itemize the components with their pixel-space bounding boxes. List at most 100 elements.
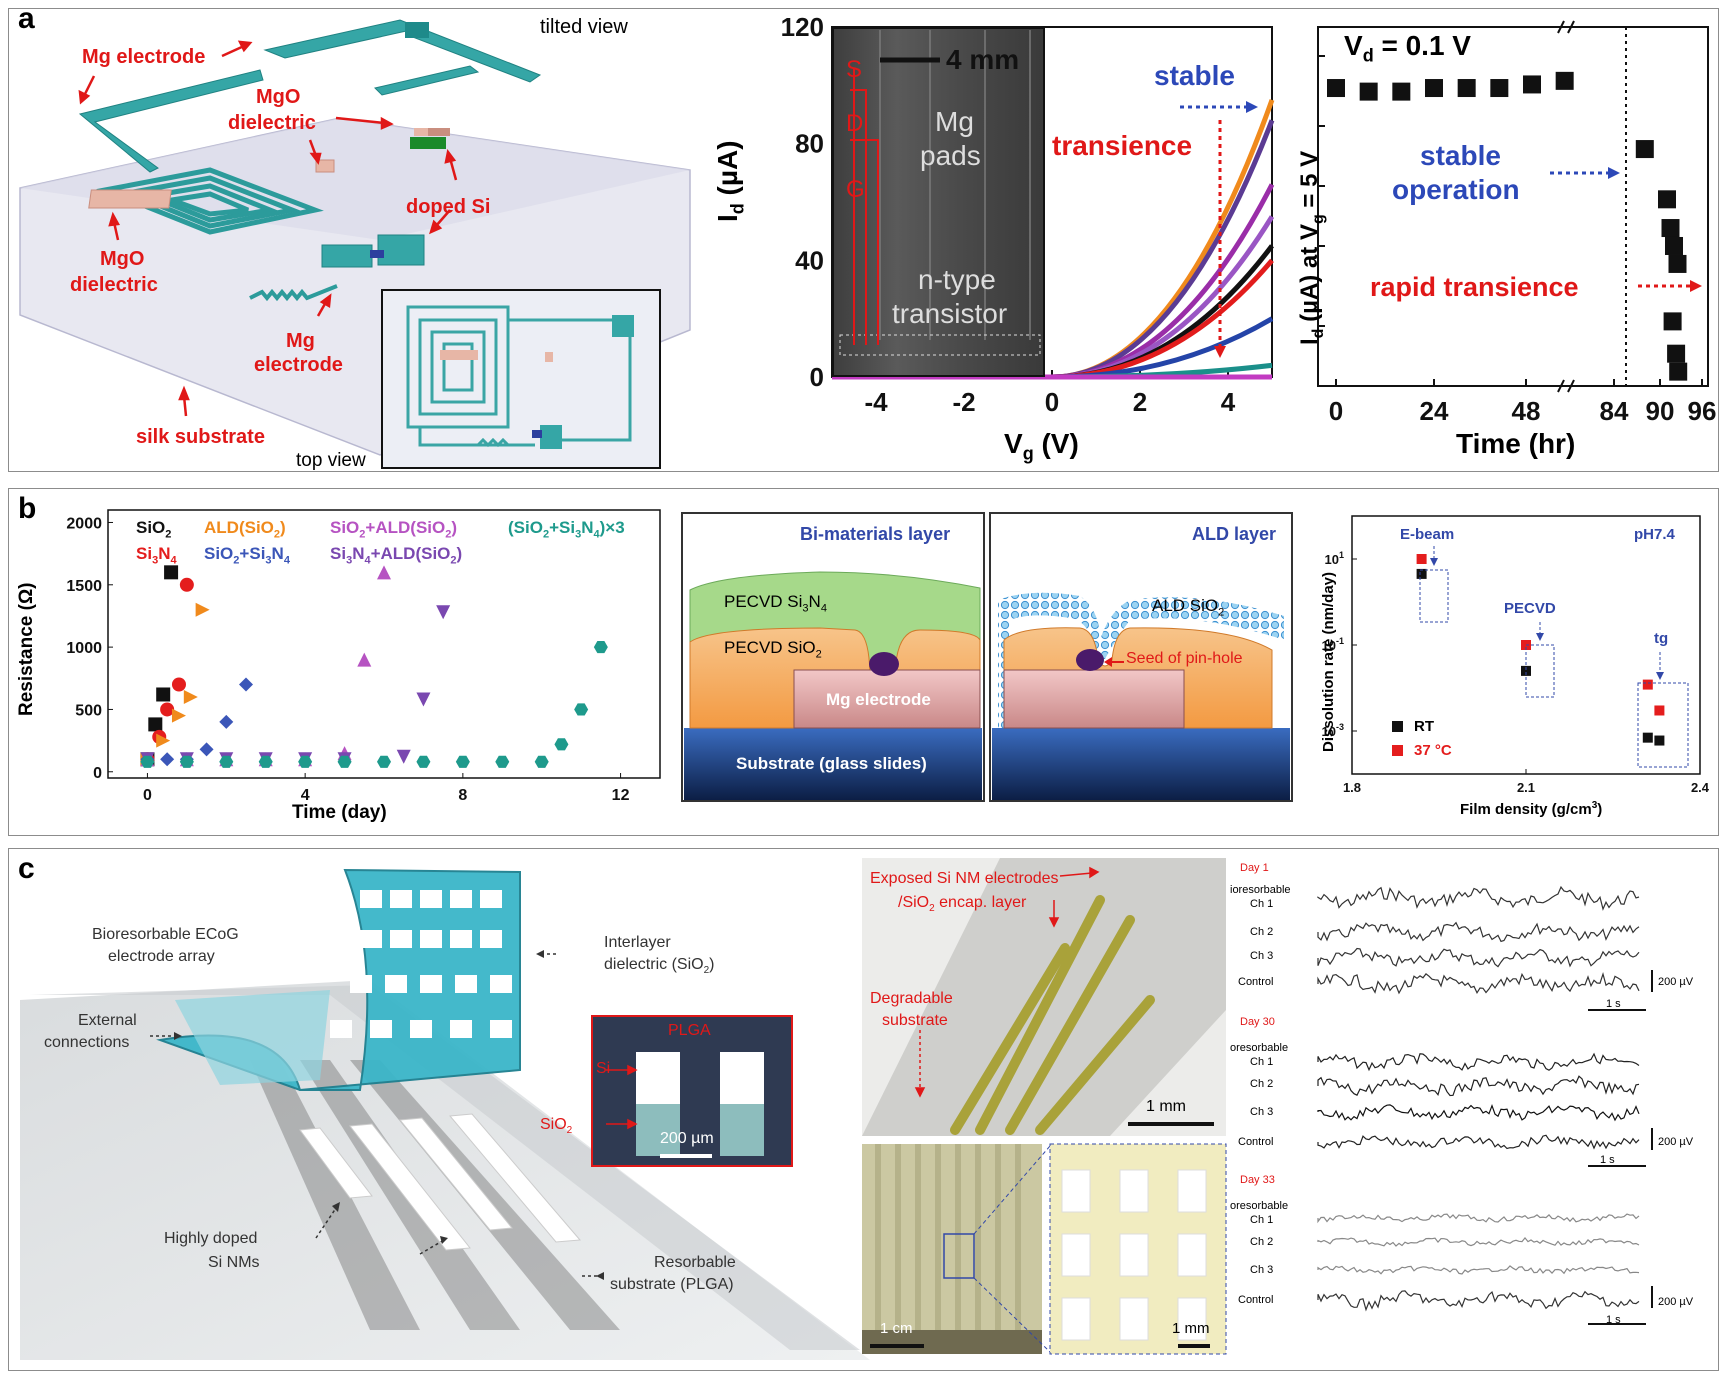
b-legend-ald: ALD(SiO2) xyxy=(204,518,286,541)
a-vd-label: Vd = 0.1 V xyxy=(1344,30,1471,66)
b-rt-marker xyxy=(1392,721,1403,732)
panel-c-label: c xyxy=(18,852,35,885)
a-time-stable-1: stable xyxy=(1420,140,1501,171)
b-ph: pH7.4 xyxy=(1634,526,1675,543)
c-scale-1mm-bottom: 1 mm xyxy=(1172,1320,1210,1337)
a-transfer-xlabel: Vg (V) xyxy=(1004,428,1079,464)
c-d30-bio: oresorbable xyxy=(1230,1042,1289,1054)
label-top-view: top view xyxy=(296,450,366,471)
c-array-2: electrode array xyxy=(108,948,215,965)
c-d1-uv: 200 µV xyxy=(1658,976,1694,988)
a-inset-g: G xyxy=(846,176,865,203)
panel-b-label: b xyxy=(18,492,37,525)
b-legend-sio2-ald: SiO2+ALD(SiO2) xyxy=(330,518,458,541)
b-title-left: Bi-materials layer xyxy=(800,524,951,544)
c-d1-s: 1 s xyxy=(1606,998,1621,1010)
b-37-marker xyxy=(1392,745,1403,756)
a-time-rapid: rapid transience xyxy=(1370,272,1579,302)
label-mg-bottom-2: electrode xyxy=(254,354,343,376)
label-mg-bottom-1: Mg xyxy=(286,330,315,352)
b-37: 37 °C xyxy=(1414,742,1452,759)
label-silk-substrate: silk substrate xyxy=(136,426,265,448)
c-inset-scale: 200 µm xyxy=(660,1130,714,1147)
label-mgo-left-1: MgO xyxy=(100,248,145,270)
panel-c xyxy=(8,848,1719,1371)
c-d1-bio: ioresorbable xyxy=(1230,884,1291,896)
c-d30-uv: 200 µV xyxy=(1658,1136,1694,1148)
b-seed: Seed of pin-hole xyxy=(1126,650,1243,667)
b-title-right: ALD layer xyxy=(1192,524,1277,544)
b-res-xlabel: Time (day) xyxy=(292,802,387,823)
c-external-2: connections xyxy=(44,1034,130,1051)
c-d33-ch2: Ch 2 xyxy=(1250,1236,1274,1248)
b-mg-electrode: Mg electrode xyxy=(826,690,931,709)
label-mg-electrode-top: Mg electrode xyxy=(82,46,206,68)
c-external-1: External xyxy=(78,1012,137,1029)
b-legend-sio2: SiO2 xyxy=(136,518,172,541)
b-diss-xlabel: Film density (g/cm3) xyxy=(1460,800,1603,818)
c-d1-ch1: Ch 1 xyxy=(1250,898,1274,910)
b-legend-stack: (SiO2+Si3N4)×3 xyxy=(508,518,625,541)
c-d33-ch1: Ch 1 xyxy=(1250,1214,1274,1226)
label-mgo-top-1: MgO xyxy=(256,86,301,108)
c-day1: Day 1 xyxy=(1240,862,1269,874)
a-inset-ntype-2: transistor xyxy=(892,298,1008,329)
c-scale-1cm: 1 cm xyxy=(880,1320,913,1337)
b-legend-si3n4: Si3N4 xyxy=(136,544,177,567)
label-mgo-left-2: dielectric xyxy=(70,274,158,296)
c-d33-control: Control xyxy=(1238,1294,1274,1306)
c-d1-ch2: Ch 2 xyxy=(1250,926,1274,938)
a-inset-mg-1: Mg xyxy=(935,106,974,137)
c-doped-1: Highly doped xyxy=(164,1230,258,1247)
c-d33-uv: 200 µV xyxy=(1658,1296,1694,1308)
c-d30-control: Control xyxy=(1238,1136,1274,1148)
c-degradable-2: substrate xyxy=(882,1012,948,1029)
b-pecvd: PECVD xyxy=(1504,600,1556,617)
a-transfer-ylabel: Id (µA) xyxy=(712,140,748,222)
c-d30-s: 1 s xyxy=(1600,1154,1615,1166)
c-d33-ch3: Ch 3 xyxy=(1250,1264,1274,1276)
b-substrate: Substrate (glass slides) xyxy=(736,754,927,773)
b-legend-sio2-si3n4: SiO2+Si3N4 xyxy=(204,544,290,567)
panel-a-label: a xyxy=(18,2,35,35)
c-d30-ch2: Ch 2 xyxy=(1250,1078,1274,1090)
c-interlayer-2: dielectric (SiO2) xyxy=(604,956,715,977)
a-inset-mg-2: pads xyxy=(920,140,981,171)
b-tg: tg xyxy=(1654,630,1669,647)
a-inset-s: S xyxy=(846,56,863,83)
c-d30-ch3: Ch 3 xyxy=(1250,1106,1274,1118)
b-res-ylabel: Resistance (Ω) xyxy=(16,582,37,716)
b-legend-si3n4-ald: Si3N4+ALD(SiO2) xyxy=(330,544,463,567)
c-d1-ch3: Ch 3 xyxy=(1250,950,1274,962)
c-exposed-2: /SiO2 encap. layer xyxy=(898,894,1027,915)
c-exposed-1: Exposed Si NM electrodes xyxy=(870,870,1059,887)
label-doped-si: doped Si xyxy=(406,196,491,218)
c-day33: Day 33 xyxy=(1240,1174,1275,1186)
b-diss-ylabel: Dissolution rate (nm/day) xyxy=(1320,571,1337,752)
a-transience: transience xyxy=(1052,130,1193,161)
a-inset-scale: 4 mm xyxy=(946,44,1020,75)
c-inset-plga: PLGA xyxy=(668,1022,711,1039)
a-time-ylabel: Id (µA) at Vg = 5 V xyxy=(1296,150,1327,345)
a-time-stable-2: operation xyxy=(1392,174,1520,205)
b-rt: RT xyxy=(1414,718,1434,735)
c-d1-control: Control xyxy=(1238,976,1274,988)
c-d33-bio: oresorbable xyxy=(1230,1200,1289,1212)
c-interlayer-1: Interlayer xyxy=(604,934,671,951)
c-d30-ch1: Ch 1 xyxy=(1250,1056,1274,1068)
c-degradable-1: Degradable xyxy=(870,990,953,1007)
c-scale-1mm-top: 1 mm xyxy=(1146,1098,1186,1115)
c-inset-si: Si xyxy=(596,1060,611,1077)
b-ald-sio2: ALD SiO2 xyxy=(1152,596,1225,619)
b-ebeam: E-beam xyxy=(1400,526,1455,543)
c-inset-sio2: SiO2 xyxy=(540,1116,573,1137)
c-resorbable-2: substrate (PLGA) xyxy=(610,1276,734,1293)
b-pecvd-sio2: PECVD SiO2 xyxy=(724,638,822,661)
c-array-1: Bioresorbable ECoG xyxy=(92,926,239,943)
c-day30: Day 30 xyxy=(1240,1016,1275,1028)
c-d33-s: 1 s xyxy=(1606,1314,1621,1326)
a-inset-d: D xyxy=(846,110,864,137)
b-pecvd-si3n4: PECVD Si3N4 xyxy=(724,592,827,615)
c-doped-2: Si NMs xyxy=(208,1254,260,1271)
a-time-xlabel: Time (hr) xyxy=(1456,428,1576,459)
